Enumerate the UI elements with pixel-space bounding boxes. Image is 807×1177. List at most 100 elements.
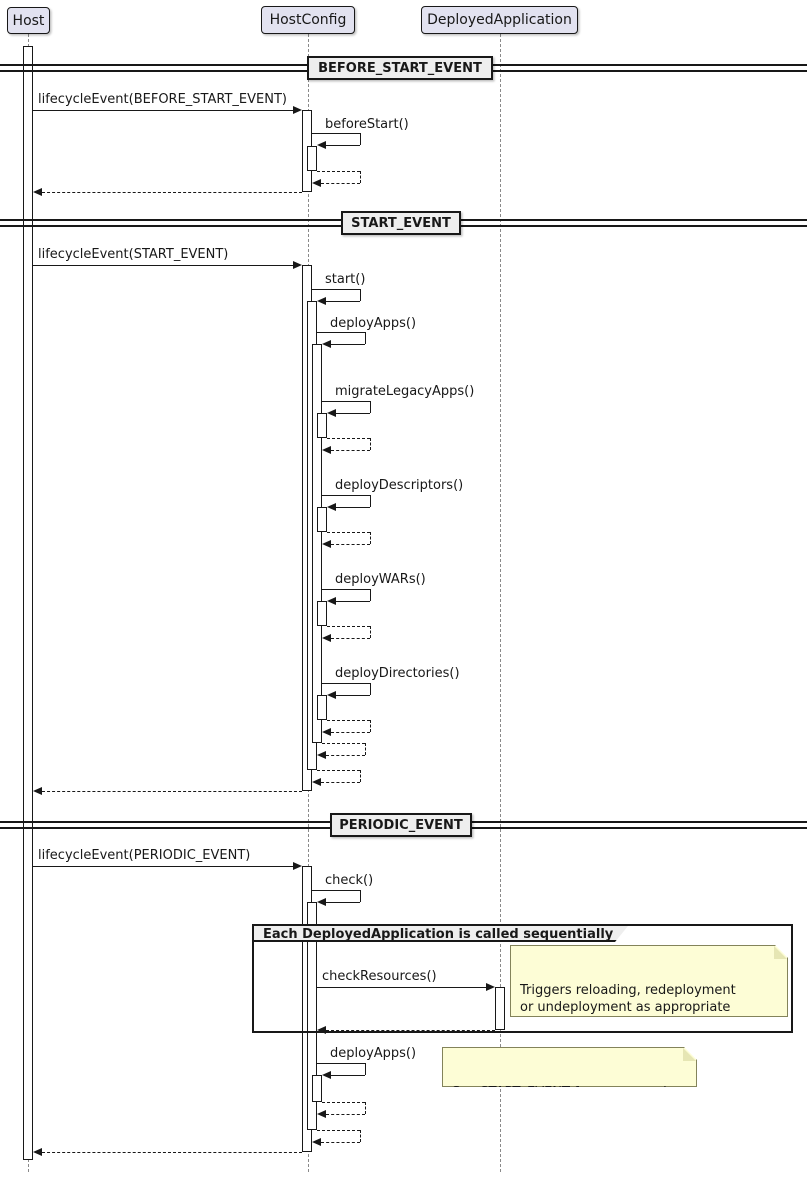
activation-bar-deploydescriptors: [317, 507, 327, 532]
arrowhead-right-icon: [293, 261, 302, 269]
message-before-start-line: [326, 145, 360, 146]
arrowhead-left-icon: [322, 1071, 331, 1079]
arrowhead-left-icon: [317, 898, 326, 906]
message-deploy-directories-line: [370, 683, 371, 695]
divider-start-event-label: START_EVENT: [351, 215, 451, 231]
message-check-line: [326, 902, 360, 903]
arrowhead-left-icon: [312, 179, 321, 187]
return-migrate-legacy-apps-line: [370, 438, 371, 450]
arrowhead-left-icon: [33, 1148, 42, 1156]
return-check-line: [321, 1142, 360, 1143]
arrowhead-right-icon: [486, 983, 495, 991]
message-deploy-wars-line: [322, 589, 370, 590]
message-lifecycle-before-start-label: lifecycleEvent(BEFORE_START_EVENT): [38, 92, 287, 107]
return-before-start-line: [317, 171, 360, 172]
return-to-host-start-line: [42, 791, 302, 792]
return-deploy-descriptors-line: [370, 532, 371, 544]
arrowhead-left-icon: [327, 597, 336, 605]
message-lifecycle-periodic-line: [33, 866, 293, 867]
message-deploy-apps-line: [317, 332, 365, 333]
lifeline-deployedapplication: [500, 34, 501, 1172]
return-deploy-apps-line: [322, 743, 365, 744]
message-lifecycle-start-line: [33, 265, 293, 266]
return-deploy-apps-periodic-line: [326, 1114, 365, 1115]
message-deploy-wars-line: [336, 601, 370, 602]
return-migrate-legacy-apps-line: [327, 438, 370, 439]
message-deploy-apps-label: deployApps(): [330, 316, 417, 331]
return-check-line: [317, 1130, 360, 1131]
arrowhead-left-icon: [317, 141, 326, 149]
note-checkresources: Triggers reloading, redeployment or unde…: [510, 945, 788, 1017]
return-to-host-periodic-line: [42, 1152, 302, 1153]
participant-deployedapplication: DeployedApplication: [421, 6, 578, 34]
message-deploy-descriptors-line: [336, 507, 370, 508]
return-check-resources-line: [326, 1030, 495, 1031]
message-check-line: [312, 890, 360, 891]
return-migrate-legacy-apps-line: [331, 450, 370, 451]
message-deploy-directories-label: deployDirectories(): [335, 666, 460, 681]
return-deploy-apps-line: [365, 743, 366, 755]
return-deploy-descriptors-line: [327, 532, 370, 533]
return-deploy-directories-line: [331, 732, 370, 733]
arrowhead-left-icon: [327, 503, 336, 511]
group-title: Each DeployedApplication is called seque…: [254, 926, 628, 942]
divider-before-start-event-label: BEFORE_START_EVENT: [318, 60, 482, 76]
divider-start-event: START_EVENT: [341, 211, 461, 235]
message-migrate-legacy-apps-label: migrateLegacyApps(): [335, 384, 475, 399]
message-deploy-wars-line: [370, 589, 371, 601]
return-before-start-line: [321, 183, 360, 184]
note-deployapps-text: See START_EVENT for an expansion of the …: [452, 1085, 683, 1117]
return-start-line: [321, 782, 360, 783]
return-deploy-directories-line: [327, 720, 370, 721]
note-checkresources-text: Triggers reloading, redeployment or unde…: [520, 983, 774, 1048]
return-deploy-directories-line: [370, 720, 371, 732]
participant-host: Host: [7, 7, 50, 34]
message-check-label: check(): [325, 873, 374, 888]
arrowhead-left-icon: [322, 446, 331, 454]
activation-bar-deployapps: [312, 344, 322, 743]
participant-hostconfig-label: HostConfig: [269, 12, 347, 28]
activation-bar-migratelegacyapps: [317, 413, 327, 438]
message-deploy-apps-periodic-line: [317, 1063, 365, 1064]
arrowhead-left-icon: [322, 728, 331, 736]
return-to-host-before-line: [42, 192, 302, 193]
message-deploy-wars-label: deployWARs(): [335, 572, 426, 587]
activation-bar-deployapps-periodic: [312, 1075, 322, 1102]
participant-host-label: Host: [12, 12, 45, 29]
group-title-label: Each DeployedApplication is called seque…: [263, 927, 614, 942]
activation-bar-deploydirectories: [317, 695, 327, 720]
activation-bar-host: [23, 46, 33, 1160]
divider-periodic-event: PERIODIC_EVENT: [330, 813, 472, 837]
message-check-line: [360, 890, 361, 902]
return-deploy-apps-periodic-line: [365, 1102, 366, 1114]
message-deploy-descriptors-line: [322, 495, 370, 496]
activation-bar-check: [307, 902, 317, 1130]
message-migrate-legacy-apps-line: [370, 401, 371, 413]
arrowhead-left-icon: [33, 188, 42, 196]
message-deploy-apps-periodic-line: [331, 1075, 365, 1076]
return-start-line: [360, 770, 361, 782]
group-frame: [252, 924, 793, 1033]
arrowhead-right-icon: [293, 862, 302, 870]
arrowhead-left-icon: [33, 787, 42, 795]
message-start-line: [326, 301, 360, 302]
return-deploy-apps-line: [326, 755, 365, 756]
divider-before-start-event: BEFORE_START_EVENT: [307, 56, 493, 80]
message-start-line: [312, 289, 360, 290]
return-before-start-line: [360, 171, 361, 183]
arrowhead-left-icon: [322, 340, 331, 348]
arrowhead-left-icon: [312, 1138, 321, 1146]
message-start-label: start(): [325, 272, 366, 287]
message-check-resources-label: checkResources(): [322, 969, 437, 984]
arrowhead-left-icon: [322, 634, 331, 642]
arrowhead-left-icon: [317, 297, 326, 305]
arrowhead-left-icon: [327, 409, 336, 417]
message-start-line: [360, 289, 361, 301]
arrowhead-left-icon: [317, 1110, 326, 1118]
return-deploy-apps-periodic-line: [322, 1102, 365, 1103]
arrowhead-left-icon: [322, 540, 331, 548]
message-deploy-directories-line: [322, 683, 370, 684]
return-deploy-wars-line: [327, 626, 370, 627]
arrowhead-left-icon: [312, 778, 321, 786]
